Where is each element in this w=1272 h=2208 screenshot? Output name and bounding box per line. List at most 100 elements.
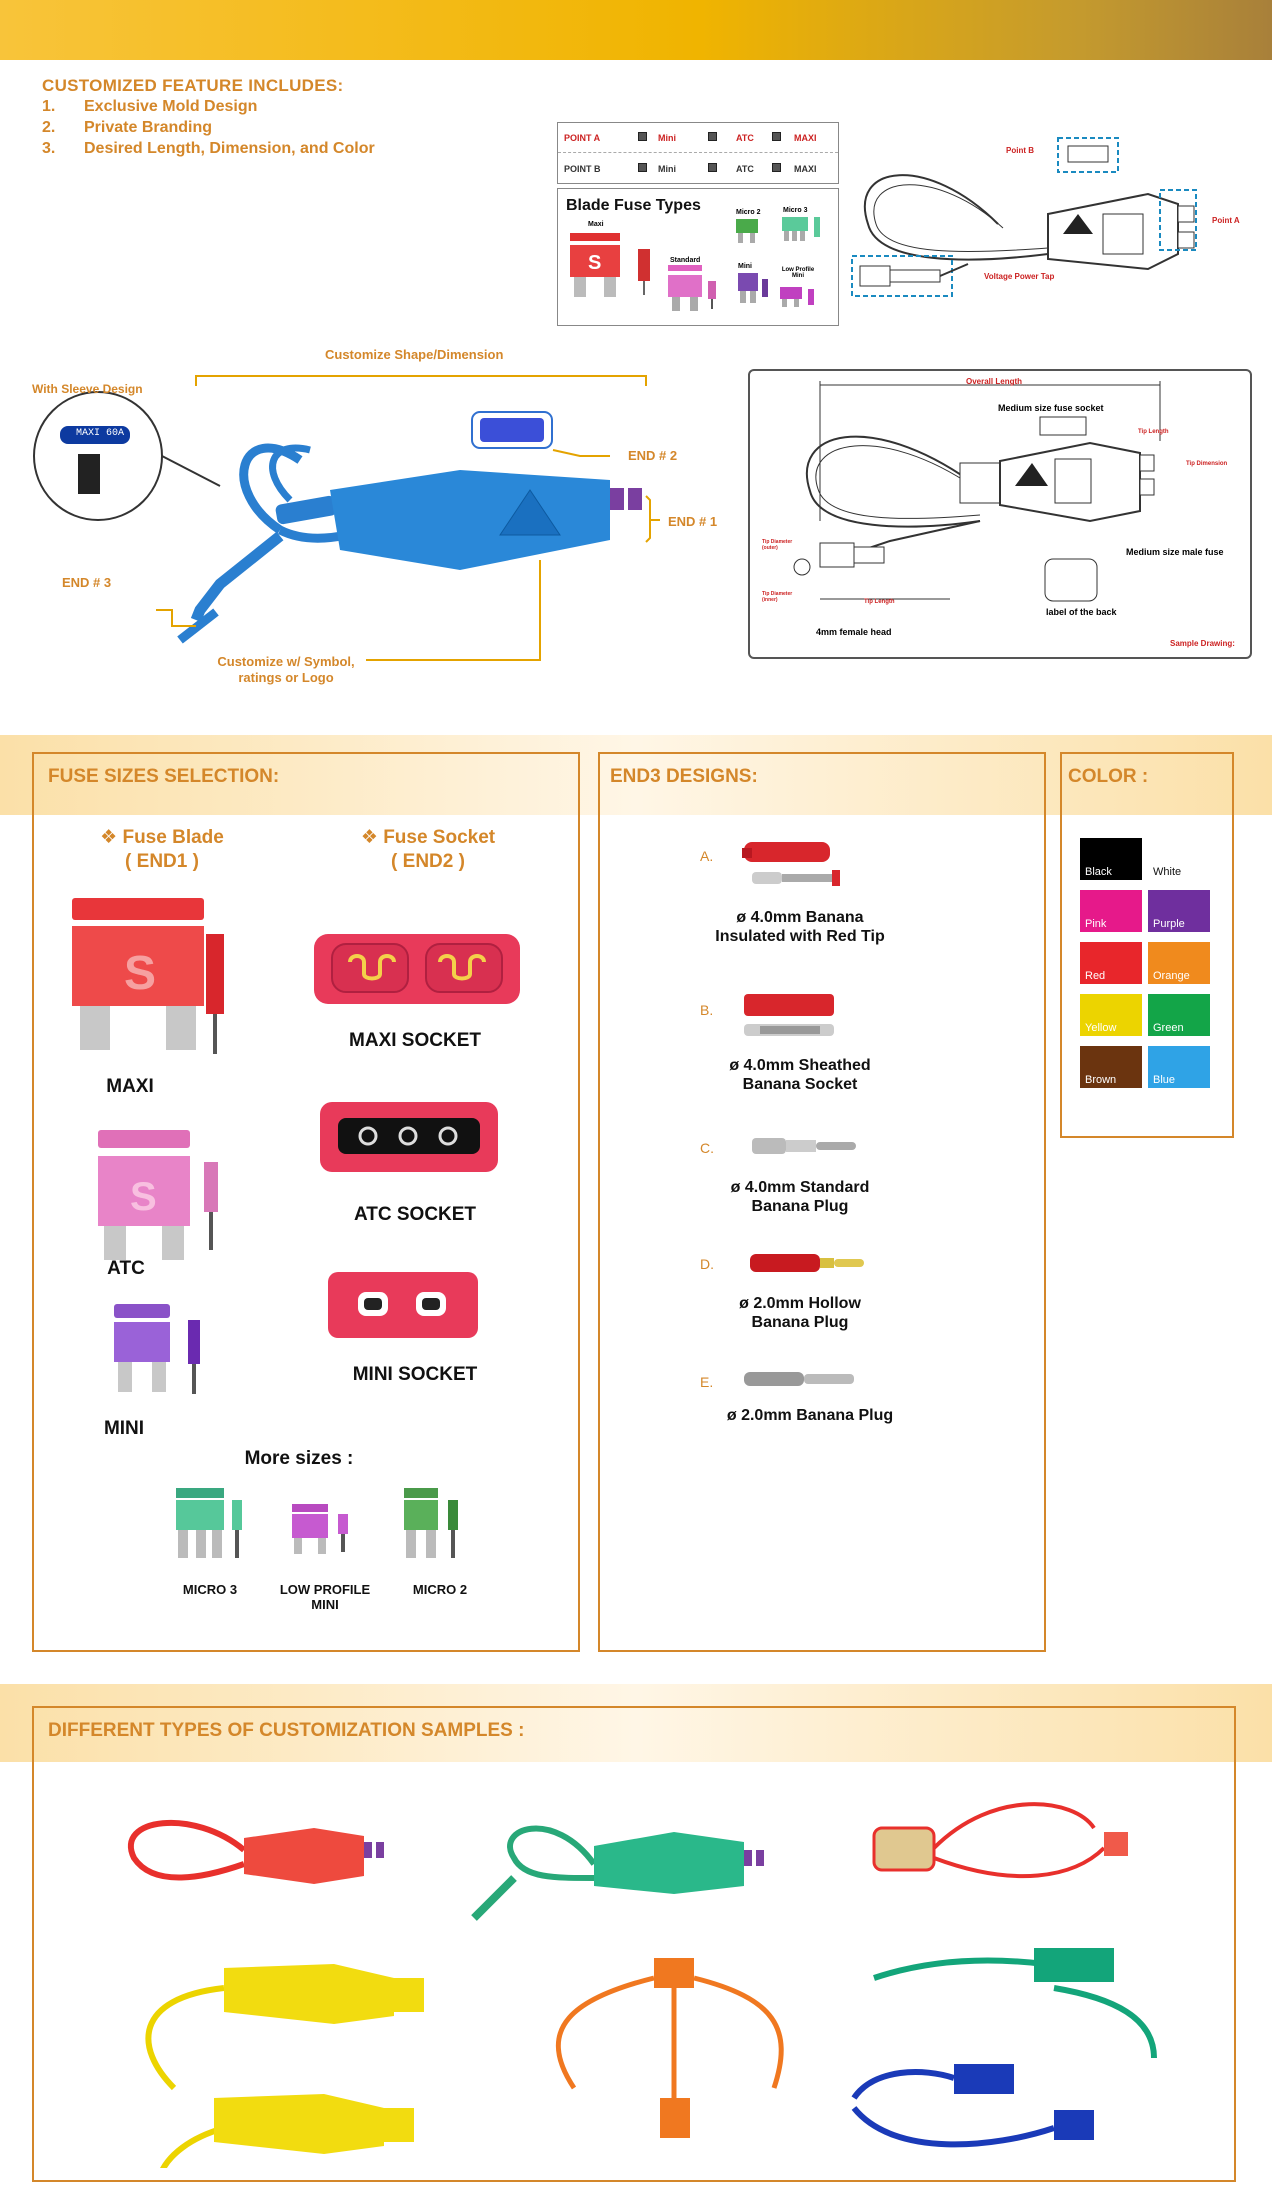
symbol-label: Customize w/ Symbol,ratings or Logo: [217, 654, 355, 685]
label-back-label: label of the back: [1046, 607, 1117, 617]
blade-label: Micro 2: [736, 209, 761, 216]
color-swatch-red[interactable]: Red: [1080, 942, 1142, 984]
color-swatch-brown[interactable]: Brown: [1080, 1046, 1142, 1088]
maxi-label: MAXI: [106, 1076, 154, 1097]
atc-socket-label: ATC SOCKET: [353, 1204, 477, 1225]
end3-title: END3 DESIGNS:: [610, 766, 758, 787]
micro3-label: MICRO 3: [182, 1582, 238, 1597]
plug-d-image: [750, 1254, 864, 1272]
maxi-blade-image: S: [72, 898, 224, 1054]
tip-inner-label: Tip Diameter (inner): [762, 591, 793, 603]
micro2-image: [404, 1488, 458, 1558]
maxi-socket-label: MAXI SOCKET: [349, 1030, 481, 1051]
mini-socket-image: [328, 1272, 478, 1338]
plug-b-image: [744, 994, 834, 1036]
point-b-label: Point B: [1006, 146, 1034, 155]
plug-c-image: [752, 1138, 856, 1154]
maxi-socket-image: [314, 934, 520, 1004]
color-swatch-white[interactable]: White: [1148, 838, 1210, 880]
end1-label: END # 1: [668, 514, 718, 529]
tip-outer-label: Tip Diameter (outer): [762, 539, 793, 551]
tip-length-label: Tip Length: [1138, 429, 1169, 435]
fuse-blade-heading: ❖ Fuse Blade( END1 ): [100, 827, 224, 872]
atc-socket-image: [320, 1102, 498, 1172]
mini-label: MINI: [103, 1418, 145, 1439]
svg-text:S: S: [124, 947, 156, 1000]
tip-length2-label: Tip Length: [864, 599, 895, 605]
svg-text:S: S: [588, 252, 601, 274]
samples-section: DIFFERENT TYPES OF CUSTOMIZATION SAMPLES…: [32, 1706, 1236, 2182]
end2-label: END # 2: [628, 448, 678, 463]
end3-desc: ø 2.0mm Banana Plug: [726, 1407, 894, 1424]
end3-letter: B.: [700, 1002, 714, 1018]
low-profile-mini-image: [292, 1504, 348, 1554]
color-swatch-blue[interactable]: Blue: [1148, 1046, 1210, 1088]
color-swatch-label: Pink: [1085, 918, 1107, 930]
color-swatch-yellow[interactable]: Yellow: [1080, 994, 1142, 1036]
point-a-row: POINT A Mini ATC MAXI: [558, 123, 838, 153]
mini-blade-image: [114, 1304, 200, 1394]
tip-dimension-label: Tip Dimension: [1186, 461, 1228, 467]
blade-label: Mini: [738, 263, 752, 270]
svg-text:S: S: [130, 1175, 157, 1219]
main-fuse-tap-diagram: [33, 375, 660, 661]
feature-item: 2.Private Branding: [42, 119, 213, 136]
color-swatch-green[interactable]: Green: [1148, 994, 1210, 1036]
end3-letter: D.: [700, 1256, 714, 1272]
color-swatch-label: Black: [1085, 866, 1112, 878]
header-banner: [0, 0, 1272, 60]
micro2-label: MICRO 2: [412, 1582, 468, 1597]
plug-e-image: [744, 1372, 854, 1386]
color-swatch-black[interactable]: Black: [1080, 838, 1142, 880]
voltage-tap-diagram: [851, 137, 1197, 297]
color-swatch-label: Blue: [1153, 1074, 1176, 1086]
end3-letter: C.: [700, 1140, 714, 1156]
male-fuse-label: Medium size male fuse: [1126, 547, 1224, 557]
sleeve-label: With Sleeve Design: [32, 382, 143, 396]
point-b-row: POINT B Mini ATC MAXI: [564, 163, 817, 174]
section-band: [0, 1684, 1272, 1762]
mini-socket-label: MINI SOCKET: [352, 1364, 478, 1385]
color-swatch-pink[interactable]: Pink: [1080, 890, 1142, 932]
samples-images: [128, 1802, 1157, 2168]
fuse-sizes-section: FUSE SIZES SELECTION: ❖ Fuse Blade( END1…: [32, 752, 580, 1652]
plug-a-image: [742, 842, 840, 886]
color-swatch-label: Orange: [1153, 970, 1190, 982]
female-head-label: 4mm female head: [816, 627, 892, 637]
color-swatch-orange[interactable]: Orange: [1148, 942, 1210, 984]
more-sizes-label: More sizes :: [244, 1448, 354, 1469]
micro3-image: [176, 1488, 242, 1558]
blade-label: Maxi: [588, 221, 604, 228]
end3-letter: E.: [700, 1374, 714, 1390]
power-tap-label: Voltage Power Tap: [984, 272, 1055, 281]
fuse-sizes-title: FUSE SIZES SELECTION:: [48, 766, 280, 787]
features-list: 1.Exclusive Mold Design 2.Private Brandi…: [42, 96, 375, 159]
overall-length-label: Overall Length: [966, 377, 1023, 386]
sleeve-text: MAXI 60A: [76, 428, 125, 439]
point-table: POINT A Mini ATC MAXI POINT B Mini ATC M…: [557, 122, 839, 184]
point-a-label: Point A: [1212, 216, 1240, 225]
blade-fuse-types-title: Blade Fuse Types: [566, 197, 701, 214]
feature-item: 1.Exclusive Mold Design: [42, 98, 258, 115]
sample-drawing-lines: [793, 381, 1161, 602]
color-swatch-label: Red: [1085, 970, 1106, 982]
blade-label: Standard: [670, 257, 701, 264]
blade-fuse-types-box: Blade Fuse Types Maxi Standard Micro 2 M…: [557, 188, 839, 326]
color-swatch-label: White: [1153, 866, 1182, 878]
atc-label: ATC: [107, 1258, 145, 1279]
color-title: COLOR :: [1068, 766, 1149, 787]
customize-shape-label: Customize Shape/Dimension: [325, 347, 504, 362]
color-swatch-label: Yellow: [1085, 1022, 1117, 1034]
sample-drawing: Overall Length Medium size fuse socket T…: [748, 369, 1252, 659]
socket-label: Medium size fuse socket: [998, 403, 1104, 413]
blade-label: Low Profile Mini: [781, 267, 815, 279]
color-swatch-purple[interactable]: Purple: [1148, 890, 1210, 932]
color-swatch-label: Green: [1153, 1022, 1184, 1034]
blade-fuse-icons: S: [570, 217, 820, 311]
